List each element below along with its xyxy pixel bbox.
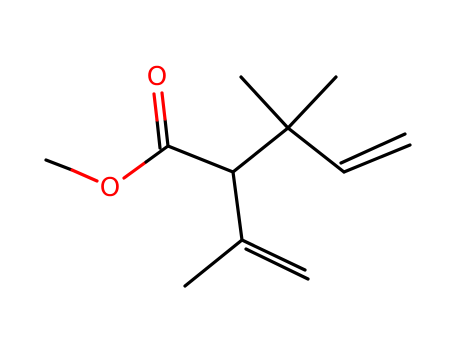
bond-carbonyl-double [152, 91, 170, 150]
bond-quaternary-vinyl [286, 126, 346, 174]
bond-alpha-quaternary [231, 126, 290, 174]
bond-quaternary-methyl-left [239, 75, 290, 130]
bond-vinyl-double [339, 132, 412, 174]
bond-quaternary-methyl-right [286, 75, 338, 130]
bond-alpha-isopropenyl [231, 170, 244, 242]
bond-isopropenyl-double [240, 238, 310, 281]
bond-methyl-ester-o [44, 158, 99, 183]
atom-label-ester-oxygen: O [100, 173, 120, 203]
bond-isopropenyl-methyl [183, 238, 244, 288]
bond-ester-o-carbonyl-c [122, 144, 170, 180]
bond-carbonyl-alpha [166, 144, 235, 174]
atom-label-carbonyl-oxygen: O [147, 62, 167, 92]
